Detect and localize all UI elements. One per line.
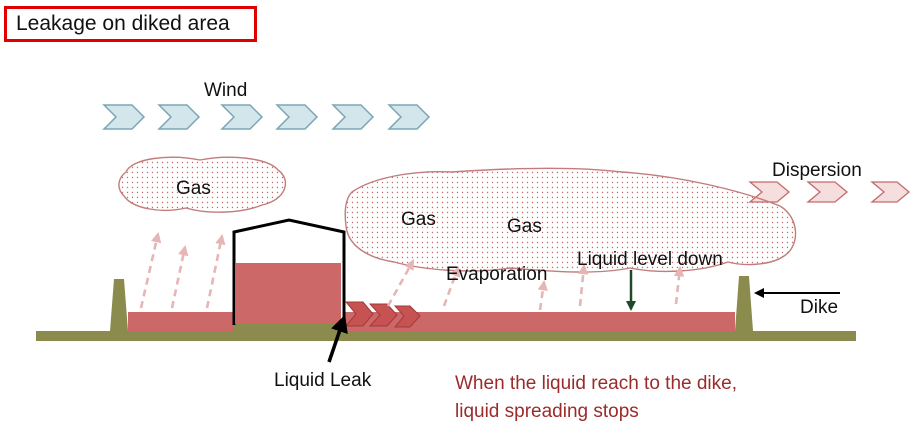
title-text: Leakage on diked area [16, 12, 230, 35]
evaporation-label: Evaporation [446, 264, 547, 285]
wind-label: Wind [204, 80, 247, 101]
wind-chevron [220, 104, 264, 130]
dispersion-chevrons [748, 181, 911, 203]
evaporation-arrow [442, 266, 461, 307]
evaporation-arrow [577, 263, 589, 307]
dispersion-chevron [806, 181, 849, 203]
leak-chevrons [344, 301, 421, 328]
gas-cloud-left [118, 156, 287, 213]
liquid-leak-label: Liquid Leak [274, 370, 372, 391]
wind-chevron [387, 104, 431, 130]
evaporation-arrow [205, 233, 226, 309]
evaporation-arrow [170, 244, 189, 309]
wind-chevron [331, 104, 375, 130]
dike-wall-left [110, 279, 128, 331]
gas-label-mid: Gas [401, 209, 436, 230]
liquid-pool-right [344, 312, 735, 331]
tank-base [220, 324, 350, 332]
leak-chevron [393, 305, 421, 328]
dispersion-label: Dispersion [772, 160, 862, 181]
evaporation-arrow [537, 279, 548, 311]
dike-wall-right [735, 276, 753, 331]
evaporation-arrows [139, 231, 685, 311]
dispersion-chevron [870, 181, 911, 203]
evaporation-arrow [139, 231, 162, 309]
ground [36, 331, 856, 341]
wind-chevron [102, 104, 146, 130]
wind-chevron [157, 104, 201, 130]
title-box: Leakage on diked area [4, 6, 257, 42]
dike-label: Dike [800, 297, 838, 318]
liquid-level-down-label: Liquid level down [577, 249, 723, 270]
note-line-2: liquid spreading stops [455, 401, 639, 422]
evaporation-arrow [386, 259, 415, 307]
tank-liquid [236, 263, 341, 324]
wind-chevron [275, 104, 319, 130]
leak-chevron [344, 301, 374, 327]
leak-pointer-arrow [327, 314, 348, 363]
tank-outline [232, 218, 346, 325]
evaporation-arrow [673, 265, 685, 305]
note-line-1: When the liquid reach to the dike, [455, 373, 737, 394]
gas-cloud-main [344, 167, 797, 273]
liquid-pool-left [128, 312, 234, 331]
wind-chevrons [102, 104, 431, 130]
gas-label-right: Gas [507, 216, 542, 237]
leak-chevron [368, 303, 398, 327]
dispersion-chevron [748, 181, 791, 203]
gas-label-left: Gas [176, 178, 211, 199]
